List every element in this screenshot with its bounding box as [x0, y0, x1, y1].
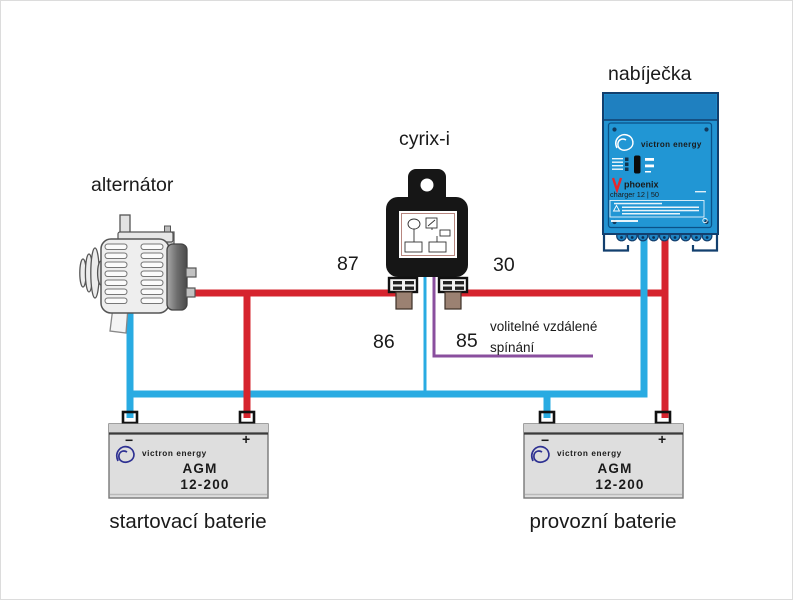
- starter-battery-pos-terminal: [238, 410, 256, 425]
- starter-battery-label: startovací baterie: [109, 510, 266, 533]
- service-battery-pos-terminal: [654, 410, 672, 425]
- relay-terminal-87: [387, 276, 419, 310]
- starter-battery-neg-sign: −: [125, 432, 133, 448]
- alternator-rear-cap: [166, 243, 188, 311]
- alternator-stud-upper: [185, 267, 197, 278]
- charger-info-box: [609, 200, 705, 218]
- victron-logo-icon: [531, 445, 550, 464]
- wiring: [126, 232, 669, 418]
- starter-battery-neg-terminal: [121, 410, 139, 425]
- charger-model-name: phoenix: [624, 180, 659, 190]
- service-battery-body: [523, 423, 684, 499]
- service-battery-model: 12-200: [595, 477, 644, 492]
- charger-model-spec: charger 12 | 50: [610, 190, 659, 199]
- terminal-30-label: 30: [493, 254, 515, 276]
- relay-mount-hole: [420, 178, 434, 192]
- starter-battery-model: 12-200: [180, 477, 229, 492]
- alternator-stud-output: [185, 287, 196, 298]
- alternator-label: alternátor: [91, 174, 174, 196]
- phoenix-v-icon: [611, 177, 623, 194]
- alternator: [79, 214, 197, 334]
- remote-note-line2: spínání: [490, 340, 535, 355]
- service-battery-neg-sign: −: [541, 432, 549, 448]
- relay-title: cyrix-i: [399, 128, 450, 150]
- starter-battery-chemistry: AGM: [182, 461, 217, 476]
- terminal-87-label: 87: [337, 253, 359, 275]
- service-battery: − + victron energy AGM 12-200: [523, 410, 684, 499]
- relay-terminal-30: [437, 276, 469, 310]
- service-battery-chemistry: AGM: [597, 461, 632, 476]
- starter-battery-body: [108, 423, 269, 499]
- charger-terminal-dots: [620, 236, 709, 239]
- service-battery-label: provozní baterie: [529, 510, 676, 533]
- alternator-vents: [104, 243, 164, 304]
- victron-logo-icon: [615, 133, 634, 151]
- cyrix-relay: [386, 169, 469, 310]
- service-battery-neg-terminal: [538, 410, 556, 425]
- charger-front-panel: [607, 122, 713, 229]
- charger-title: nabíječka: [608, 63, 692, 85]
- terminal-86-label: 86: [373, 331, 395, 353]
- starter-battery: − + victron energy AGM 12-200: [108, 410, 269, 499]
- wire-85-remote-switch: [432, 275, 593, 358]
- remote-note-line1: volitelné vzdálené: [490, 319, 597, 334]
- charger-top-band: [604, 94, 717, 120]
- relay-label: [399, 211, 457, 258]
- charger-bracket-right: [691, 234, 719, 252]
- charger: victron energy phoenix charger 12 | 50: [602, 92, 719, 252]
- service-battery-pos-sign: +: [658, 431, 666, 447]
- charger-brand: victron energy: [641, 140, 702, 149]
- charger-led-cluster: [612, 155, 654, 174]
- terminal-85-label: 85: [456, 330, 478, 352]
- relay-label-diagram: [404, 217, 451, 253]
- starter-battery-brand: victron energy: [142, 449, 207, 458]
- service-battery-brand: victron energy: [557, 449, 622, 458]
- victron-logo-icon: [116, 445, 135, 464]
- starter-battery-pos-sign: +: [242, 431, 250, 447]
- charger-bracket-left: [602, 234, 630, 252]
